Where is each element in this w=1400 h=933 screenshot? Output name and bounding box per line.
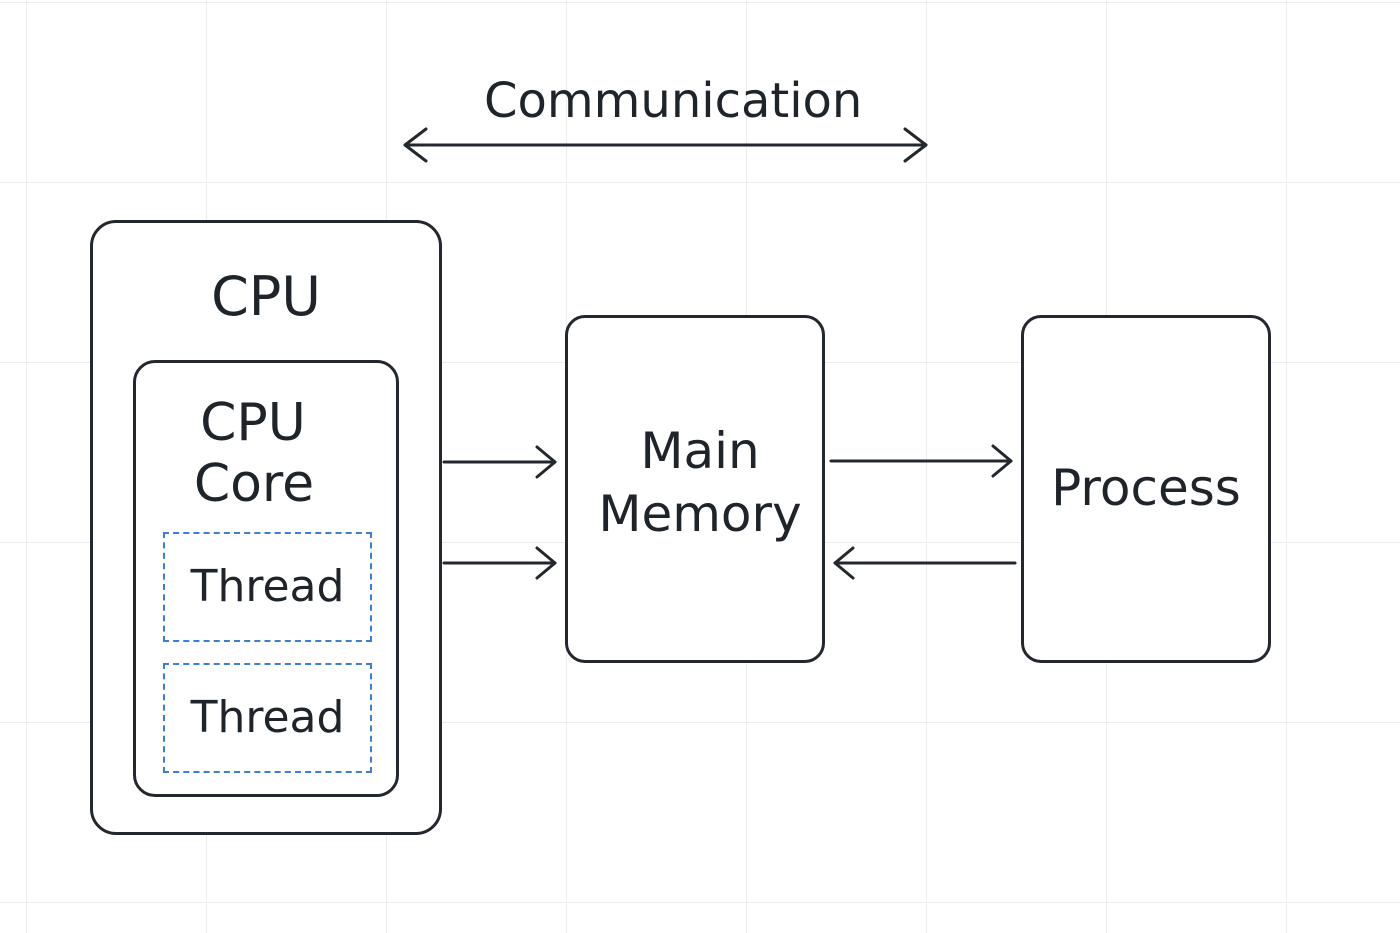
cpu-to-memory-arrow-2 (442, 546, 557, 580)
cpu-to-memory-arrow-1 (442, 445, 557, 479)
thread-label-1: Thread (190, 561, 345, 612)
main-memory-label-line1: Main (640, 422, 760, 480)
cpu-label: CPU (211, 265, 321, 328)
cpu-core-label-line2: Core (193, 454, 315, 514)
process-to-memory-arrow (833, 546, 1017, 580)
cpu-core-label-line1: CPU (200, 393, 306, 453)
communication-label: Communication (484, 73, 863, 129)
communication-double-arrow (403, 127, 928, 163)
main-memory-box (565, 315, 825, 663)
process-label: Process (1051, 459, 1241, 517)
thread-label-2: Thread (190, 692, 345, 743)
thread-box-1: Thread (163, 532, 372, 642)
process-box (1021, 315, 1271, 663)
thread-box-2: Thread (163, 663, 372, 773)
main-memory-label-line2: Memory (598, 485, 802, 543)
memory-to-process-arrow (829, 444, 1013, 478)
